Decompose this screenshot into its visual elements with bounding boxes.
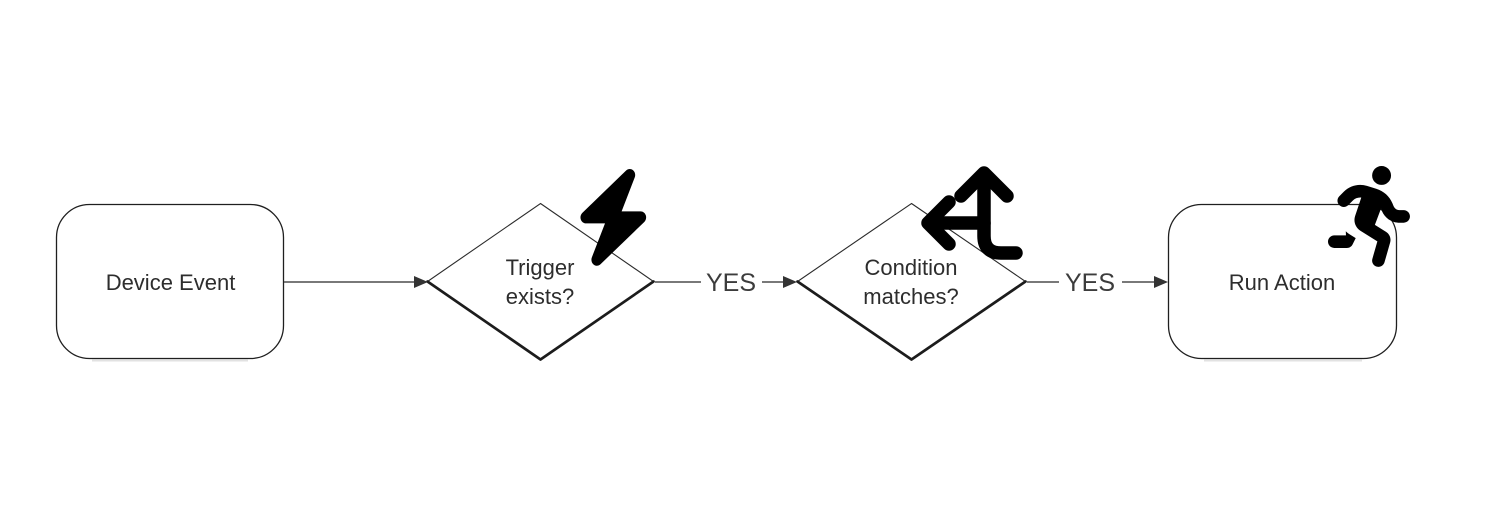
run-action-label: Run Action bbox=[1228, 269, 1336, 295]
bolt-icon bbox=[580, 168, 647, 266]
device-event-node bbox=[55, 203, 285, 360]
trigger-exists-diamond-bottom-edge bbox=[426, 280, 655, 361]
edge-label-yes-2: YES bbox=[1064, 268, 1116, 297]
edge-label-yes-1: YES bbox=[705, 268, 757, 297]
trigger-exists-label: Trigger exists? bbox=[505, 255, 575, 309]
arrows-split-up-and-left-icon bbox=[921, 166, 1023, 260]
device-event-label: Device Event bbox=[105, 269, 236, 295]
arrowhead-device-to-trigger bbox=[414, 276, 428, 288]
condition-matches-diamond-bottom-edge bbox=[796, 280, 1027, 361]
arrowhead-condition-to-run bbox=[1154, 276, 1168, 288]
person-running-icon bbox=[1328, 166, 1410, 267]
arrowhead-trigger-to-condition bbox=[783, 276, 797, 288]
condition-matches-label: Condition matches? bbox=[863, 255, 959, 309]
